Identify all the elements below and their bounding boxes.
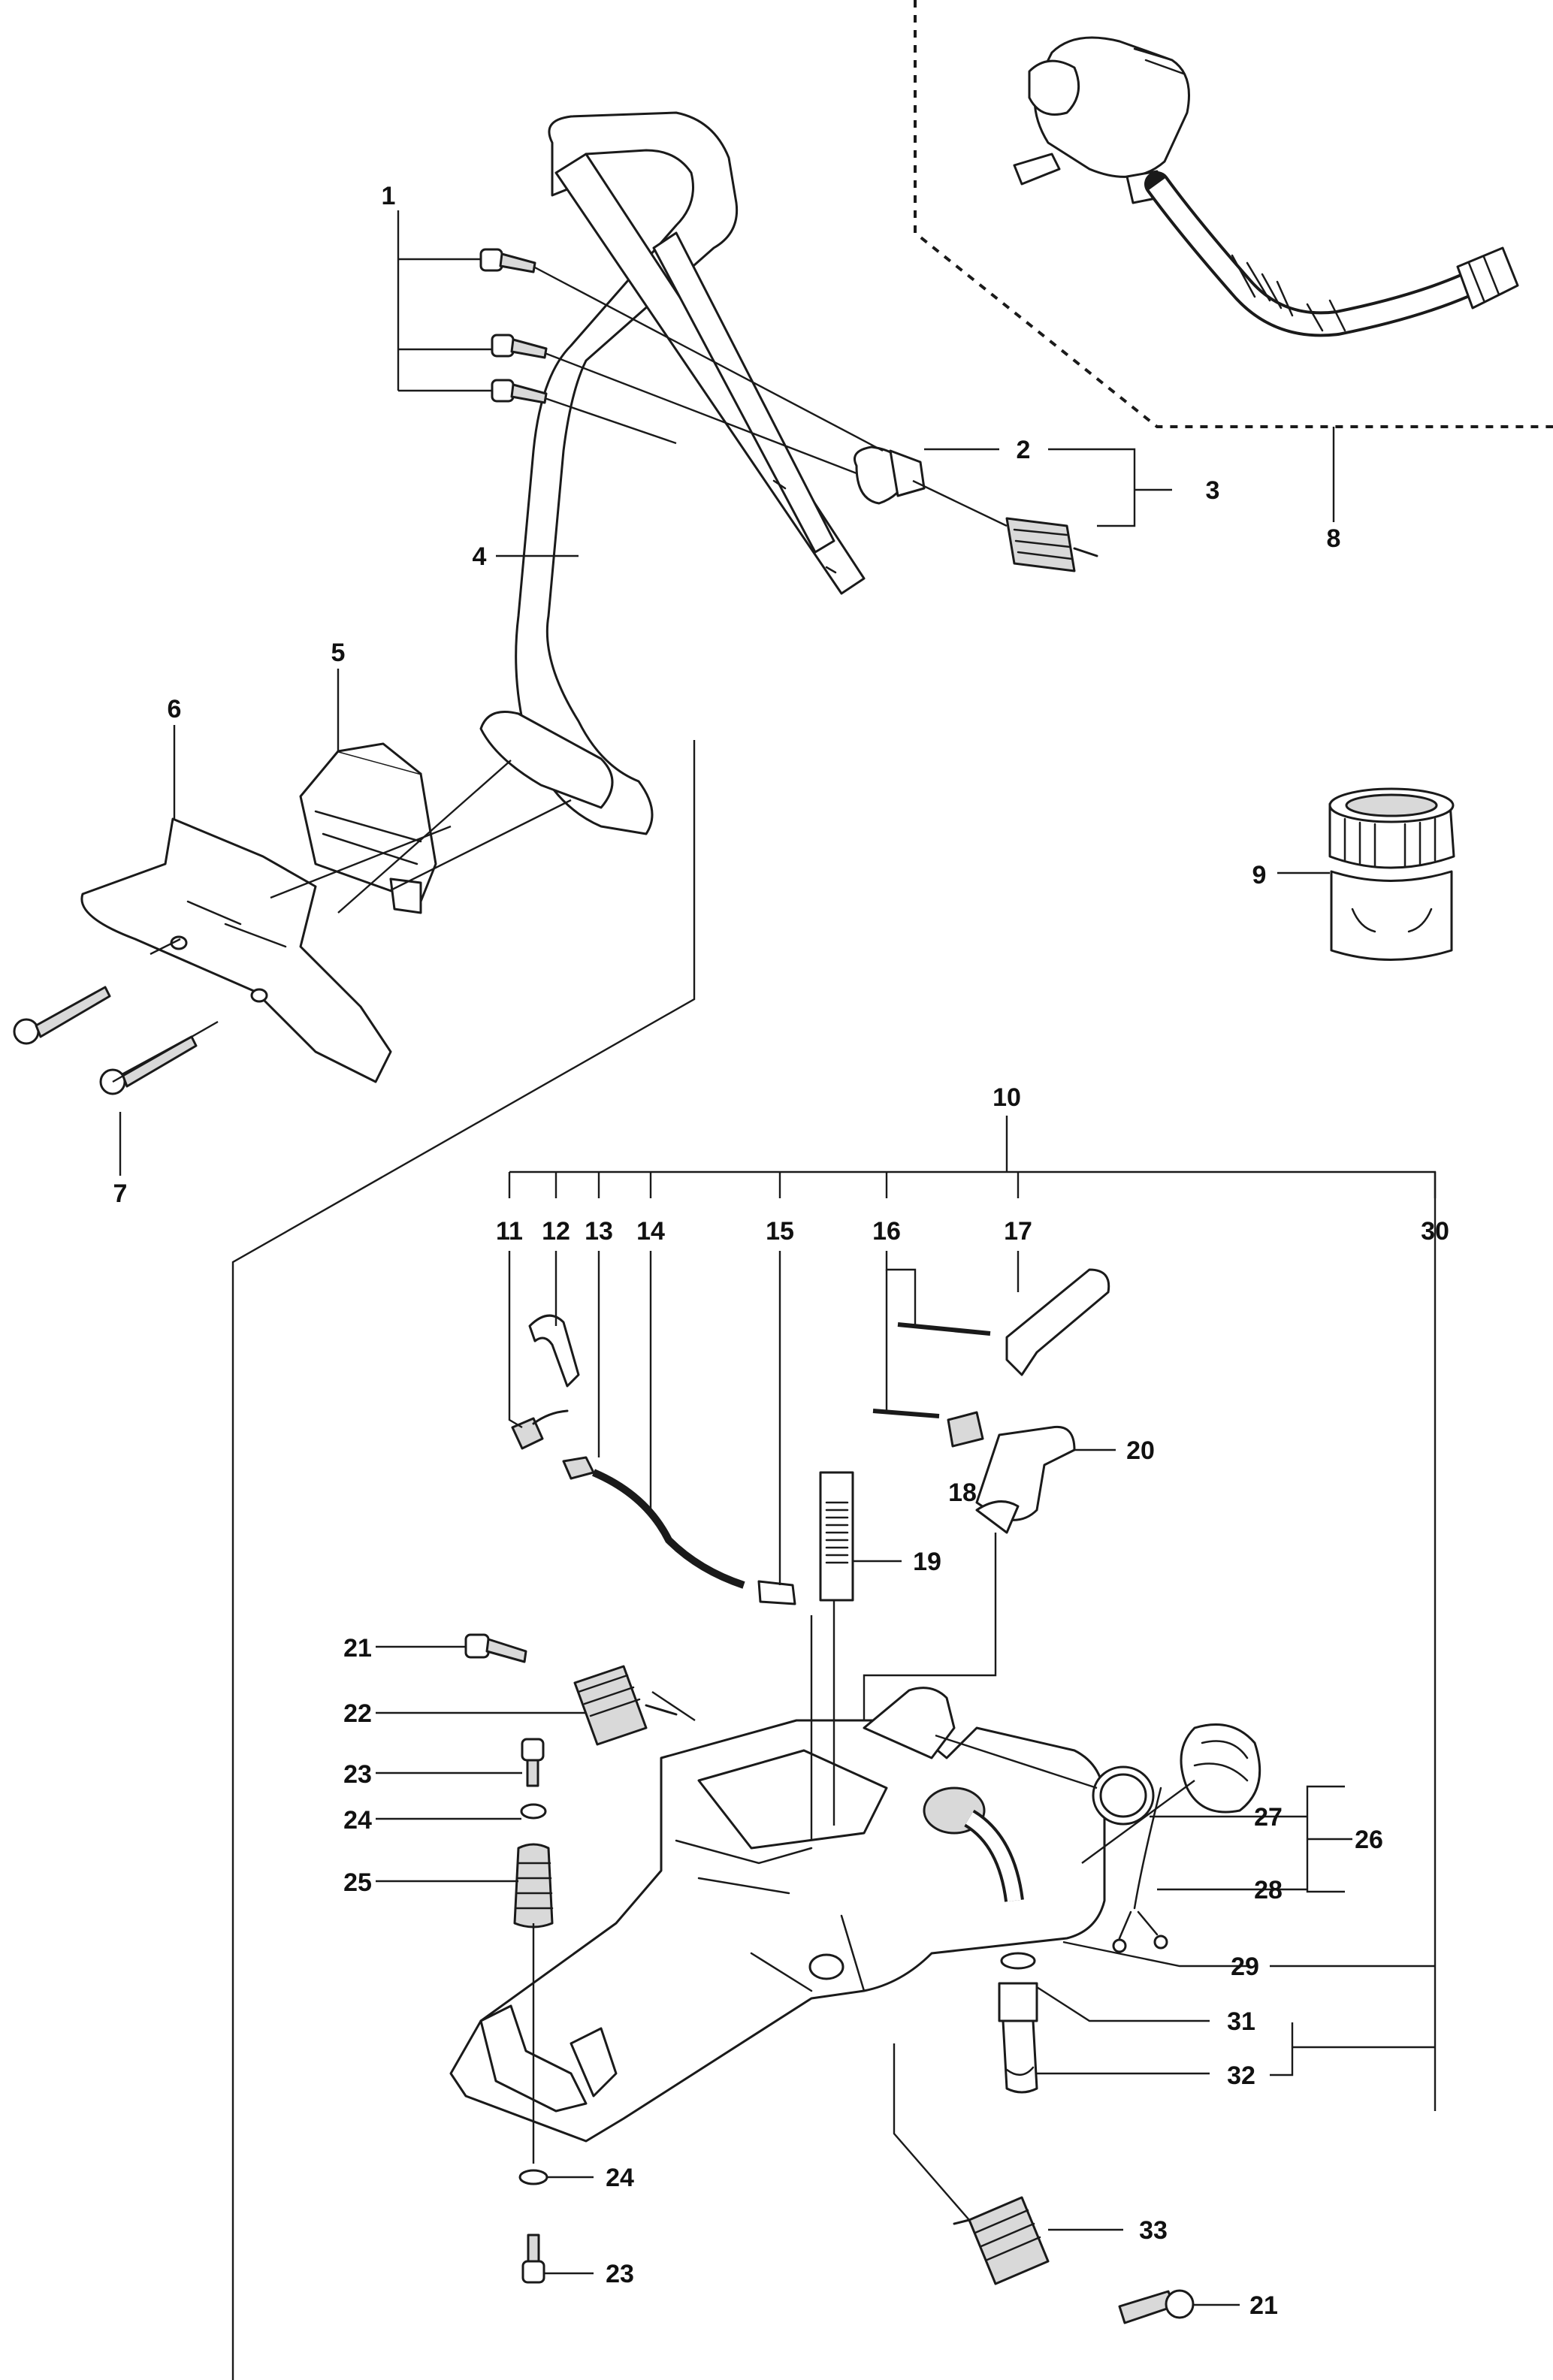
- part-clamp-and-spring: [854, 445, 1098, 572]
- label-part-26: 26: [1355, 1826, 1383, 1854]
- part-fuel-cap: [1092, 1723, 1261, 1953]
- assembly-lines: [112, 265, 1195, 2380]
- part-left-fasteners: [464, 1633, 678, 2284]
- label-part-1: 1: [382, 182, 396, 210]
- part-bracket-5: [299, 742, 437, 914]
- label-part-14: 14: [636, 1217, 665, 1246]
- label-part-33: 33: [1139, 2216, 1168, 2245]
- label-part-22: 22: [343, 1699, 372, 1728]
- label-part-32: 32: [1227, 2061, 1255, 2090]
- leader-lines: [119, 210, 1437, 2306]
- label-part-25: 25: [343, 1868, 372, 1897]
- label-part-11: 11: [496, 1217, 523, 1246]
- label-part-24-upper: 24: [343, 1806, 372, 1835]
- label-part-28: 28: [1254, 1876, 1283, 1904]
- part-throttle-cable: [511, 1314, 796, 1605]
- label-part-9: 9: [1252, 861, 1267, 889]
- label-part-24-lower: 24: [606, 2164, 634, 2192]
- label-part-15: 15: [766, 1217, 794, 1246]
- label-part-17: 17: [1004, 1217, 1032, 1246]
- label-part-3: 3: [1206, 476, 1220, 505]
- part-tank-housing: [449, 1687, 1106, 2143]
- label-part-29: 29: [1231, 1953, 1259, 1981]
- label-part-13: 13: [585, 1217, 613, 1246]
- label-part-30: 30: [1421, 1217, 1449, 1246]
- label-part-20: 20: [1126, 1436, 1155, 1465]
- part-label-plate: [819, 1471, 854, 1602]
- part-labels: 1 2 3 4 5 6 7 8 9 10 11 12 13 14 15 16 1…: [113, 182, 1449, 2320]
- label-part-21-upper: 21: [343, 1634, 372, 1663]
- label-part-5: 5: [331, 639, 346, 667]
- label-part-4: 4: [473, 542, 487, 571]
- part-fitting-9: [1328, 787, 1455, 961]
- part-water-connector: [1013, 36, 1519, 337]
- part-screws-7: [13, 986, 198, 1095]
- part-screws-1: [479, 248, 548, 404]
- label-part-21-lower: 21: [1249, 2291, 1278, 2320]
- inset-boundary: [914, 0, 1553, 428]
- label-part-6: 6: [168, 695, 182, 723]
- part-fuel-filter: [963, 1809, 1038, 2094]
- label-part-18: 18: [948, 1478, 977, 1507]
- part-front-handle: [479, 111, 866, 835]
- label-part-19: 19: [913, 1548, 941, 1576]
- label-part-12: 12: [542, 1217, 570, 1246]
- label-part-16: 16: [872, 1217, 901, 1246]
- label-part-27: 27: [1254, 1803, 1283, 1832]
- part-trigger-assembly: [872, 1268, 1110, 1534]
- label-part-31: 31: [1227, 2007, 1255, 2036]
- label-part-23-lower: 23: [606, 2260, 634, 2288]
- label-part-2: 2: [1017, 436, 1031, 464]
- label-part-10: 10: [993, 1083, 1021, 1112]
- part-lower-fasteners: [953, 2196, 1195, 2324]
- label-part-7: 7: [113, 1179, 128, 1208]
- label-part-8: 8: [1327, 524, 1341, 553]
- part-base-plate-6: [80, 817, 392, 1083]
- label-part-23-upper: 23: [343, 1760, 372, 1789]
